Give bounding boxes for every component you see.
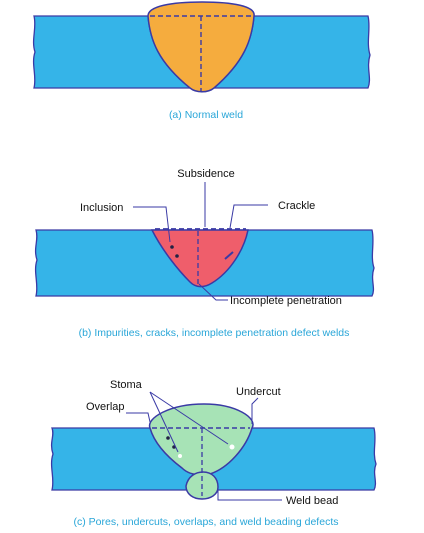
label-undercut: Undercut (236, 386, 281, 398)
label-crackle: Crackle (278, 200, 315, 212)
label-incomplete-penetration: Incomplete penetration (230, 295, 342, 307)
stoma-leader-1 (149, 391, 179, 453)
label-subsidence: Subsidence (177, 168, 235, 180)
caption-b: (b) Impurities, cracks, incomplete penet… (79, 327, 350, 339)
caption-c: (c) Pores, undercuts, overlaps, and weld… (74, 516, 339, 528)
bead-weld-nugget (148, 403, 254, 476)
label-weld-bead: Weld bead (286, 495, 338, 507)
label-stoma: Stoma (110, 379, 143, 391)
crackle-leader (229, 204, 268, 229)
overlap-dot-1 (166, 436, 170, 440)
panel-b-defect-weld: Subsidence Inclusion Crackle Incomplete … (34, 168, 375, 339)
panel-a-normal-weld: (a) Normal weld (32, 1, 371, 121)
crack-mark (224, 251, 234, 260)
inclusion-dot-1 (170, 245, 174, 249)
undercut-leader (251, 397, 259, 424)
normal-weld-nugget (147, 1, 255, 93)
inclusion-leader (133, 206, 171, 243)
weld-bead-leader (217, 490, 282, 501)
panel-c-bead-weld: Stoma Undercut Overlap Weld bead (c) Por… (50, 379, 377, 528)
overlap-leader (126, 412, 151, 423)
label-overlap: Overlap (86, 401, 125, 413)
label-inclusion: Inclusion (80, 202, 123, 214)
pore-2 (229, 444, 235, 450)
incomplete-penetration-leader (198, 283, 228, 301)
caption-a: (a) Normal weld (169, 109, 243, 121)
inclusion-dot-2 (175, 254, 179, 258)
stoma-leader-2 (149, 391, 229, 445)
pore-1 (178, 454, 182, 458)
